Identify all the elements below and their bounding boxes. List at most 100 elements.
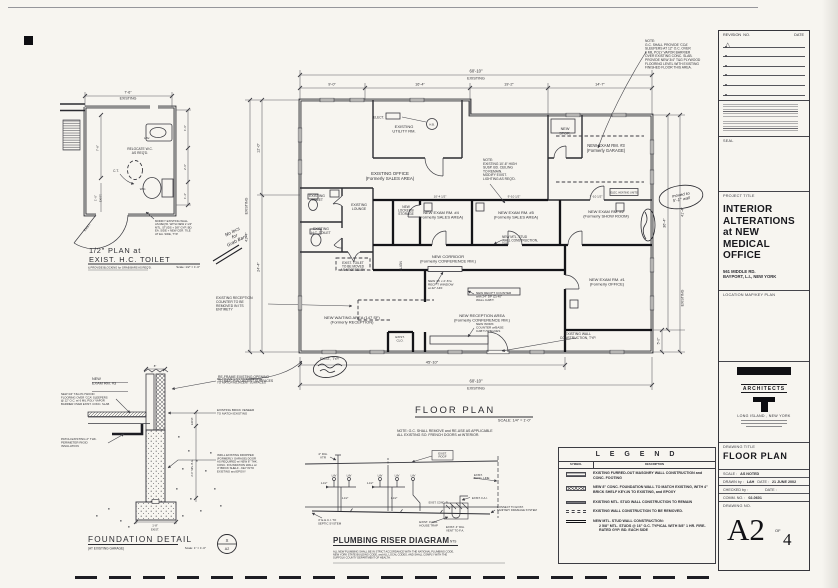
legend-desc: EXISTING FURRED-OUT MASONRY WALL CONSTRU… [593, 471, 703, 480]
architect-contact-line [741, 419, 787, 421]
label-pipe: 1-1/2" [321, 482, 328, 485]
dim-top-overall: 60'-10" [470, 69, 484, 74]
legend-header: SYMBOL DESCRIPTION [559, 462, 715, 469]
room-exam-4: NEW EXAM RM. #4(Formerly SALES AREA) [419, 210, 464, 220]
room-exam-1: NEW EXAM RM. #1(Formerly OFFICE) [589, 277, 626, 287]
drawn-row: DRAWN by : LAH DATE : 21 JUNE 2002 [719, 478, 809, 486]
legend-row: EXISTING MTL. STUD WALL CONSTRUCTION TO … [559, 497, 715, 507]
dim-right-inner: 36'-4" [663, 218, 667, 228]
comm-row: COMM. NO. : 02-0601 [723, 495, 762, 500]
dim-footing-sub: EXIST. [151, 528, 159, 532]
room-exam-3: NEW EXAM RM. #3(Formerly GARAGE) [587, 143, 626, 153]
legend-desc: EXISTING MTL. STUD WALL CONSTRUCTION TO … [593, 499, 693, 504]
dim-left: 7'-6" [96, 145, 100, 151]
revision-date-label: DATE [794, 33, 804, 37]
hc-fixtures [119, 123, 174, 220]
label-ct: C.T. [113, 169, 119, 173]
floor-plan-title: FLOOR PLAN [415, 405, 495, 416]
fp-fixtures [307, 112, 639, 345]
dim-left-overall-sub: EXISTING [245, 197, 249, 214]
fd-ground-stipple [96, 436, 222, 528]
foundation-subtitle: (AT EXISTING GARAGE) [88, 547, 124, 551]
sheet-total: 4 [783, 530, 792, 549]
floor-plan-scale: SCALE: 1/4" = 1'-0" [498, 419, 532, 423]
dim-top-seg1: 9'-0" [328, 83, 336, 87]
architect-section: ARCHITECTS LONG ISLAND , NEW YORK [719, 367, 809, 443]
project-title-section: PROJECT TITLE INTERIOR ALTERATIONS at NE… [719, 192, 809, 291]
legend-table: L E G E N D SYMBOL DESCRIPTION EXISTING … [558, 447, 716, 564]
room-exist-clo: EXIST.CLO. [395, 335, 404, 342]
architect-logo-icon [760, 401, 768, 412]
label-lav: LAV [347, 474, 352, 478]
dim-top-seg2: 16'-4" [415, 83, 425, 87]
symbol-existing-stud [566, 500, 586, 505]
dim-top: 7'-6" [124, 91, 132, 95]
label-lav: LAV [332, 474, 337, 478]
sheet-bottom-edge [75, 576, 715, 579]
hc-scale: Scale: 1/2" = 1'-0" [176, 265, 200, 269]
dim-exam4: 10'-4 1/2" [434, 195, 447, 199]
note-exist-typ: EXIST., TYP. [320, 357, 340, 361]
scan-edge-shade [822, 0, 838, 588]
label-vent-fa: EXIST. 4" DIA.VENT TO F.A. [446, 525, 465, 532]
room-existing-office: EXISTING OFFICE(Formerly SALES AREA) [366, 171, 415, 181]
dim-left2-sub: EXIST. [99, 194, 103, 203]
revision-row [723, 76, 805, 86]
drawing-title: FLOOR PLAN [723, 451, 788, 461]
project-title-label: PROJECT TITLE [723, 194, 755, 198]
label-connect: CONNECT TO EXIST.SANITARY DRAINAGE SYSTE… [497, 505, 537, 512]
plumbing-nts: NTS [450, 540, 456, 544]
revision-section: REVISION NO. DATE △ [719, 31, 809, 101]
fp-dimensions [245, 70, 685, 390]
dim-exam5: 9'-10 1/2" [508, 195, 521, 199]
drawing-no-label: DRAWING NO. [723, 504, 752, 508]
pr-leaders [311, 450, 498, 524]
fp-windows [297, 97, 655, 355]
plumbing-note: ALL NEW PLUMBING SHALL BE IN STRICT ACCO… [333, 550, 454, 560]
dim-top-sub: EXISTING [120, 97, 137, 101]
symbol-new-stud [566, 520, 586, 524]
floor-plan-note: NOTE: G.C. SHALL REMOVE and RE-USE AS AP… [397, 429, 493, 437]
drawing-title-label: DRAWING TITLE [723, 445, 756, 449]
architect-logo-icon [753, 397, 775, 402]
dim-bottom-inner: 45'-10" [426, 360, 439, 365]
legend-title: L E G E N D [559, 448, 715, 463]
dim-top-seg3: 19'-2" [504, 83, 514, 87]
dim-right1: 1'-6" [183, 125, 187, 131]
disclaimer-paragraph [723, 104, 799, 117]
location-section: LOCATION MAP/KEY PLAN [719, 291, 809, 362]
legend-desc-sub: 2 5/8" MTL. STUDS @ 16" O.C. TYPICAL WIT… [599, 523, 706, 533]
label-align: ALIGN [399, 261, 403, 271]
label-pipe: 1-1/2" [367, 482, 374, 485]
label-elect: ELECT. [373, 116, 384, 120]
revision-label: REVISION [723, 33, 742, 37]
dim-right3: 1'-4" [183, 193, 187, 199]
seal-section: SEAL [719, 137, 809, 192]
room-reception: NEW RECEPTION AREA(Formerly CONFERENCE R… [454, 313, 511, 323]
handwritten-moved: moved to5'-1" wall [671, 190, 691, 203]
room-corridor: NEW CORRIDOR(Formerly CONFERENCE RM.) [420, 254, 477, 264]
legend-row: EXISTING WALL CONSTRUCTION TO BE REMOVED… [559, 507, 715, 517]
dim-right2: 2'-6" [183, 164, 187, 170]
fp-doors [332, 145, 605, 353]
drawing-number-section: DRAWING NO. A2 OF 4 [719, 502, 809, 563]
sheet-number: A2 [727, 512, 765, 547]
fd-leaders [92, 380, 217, 469]
